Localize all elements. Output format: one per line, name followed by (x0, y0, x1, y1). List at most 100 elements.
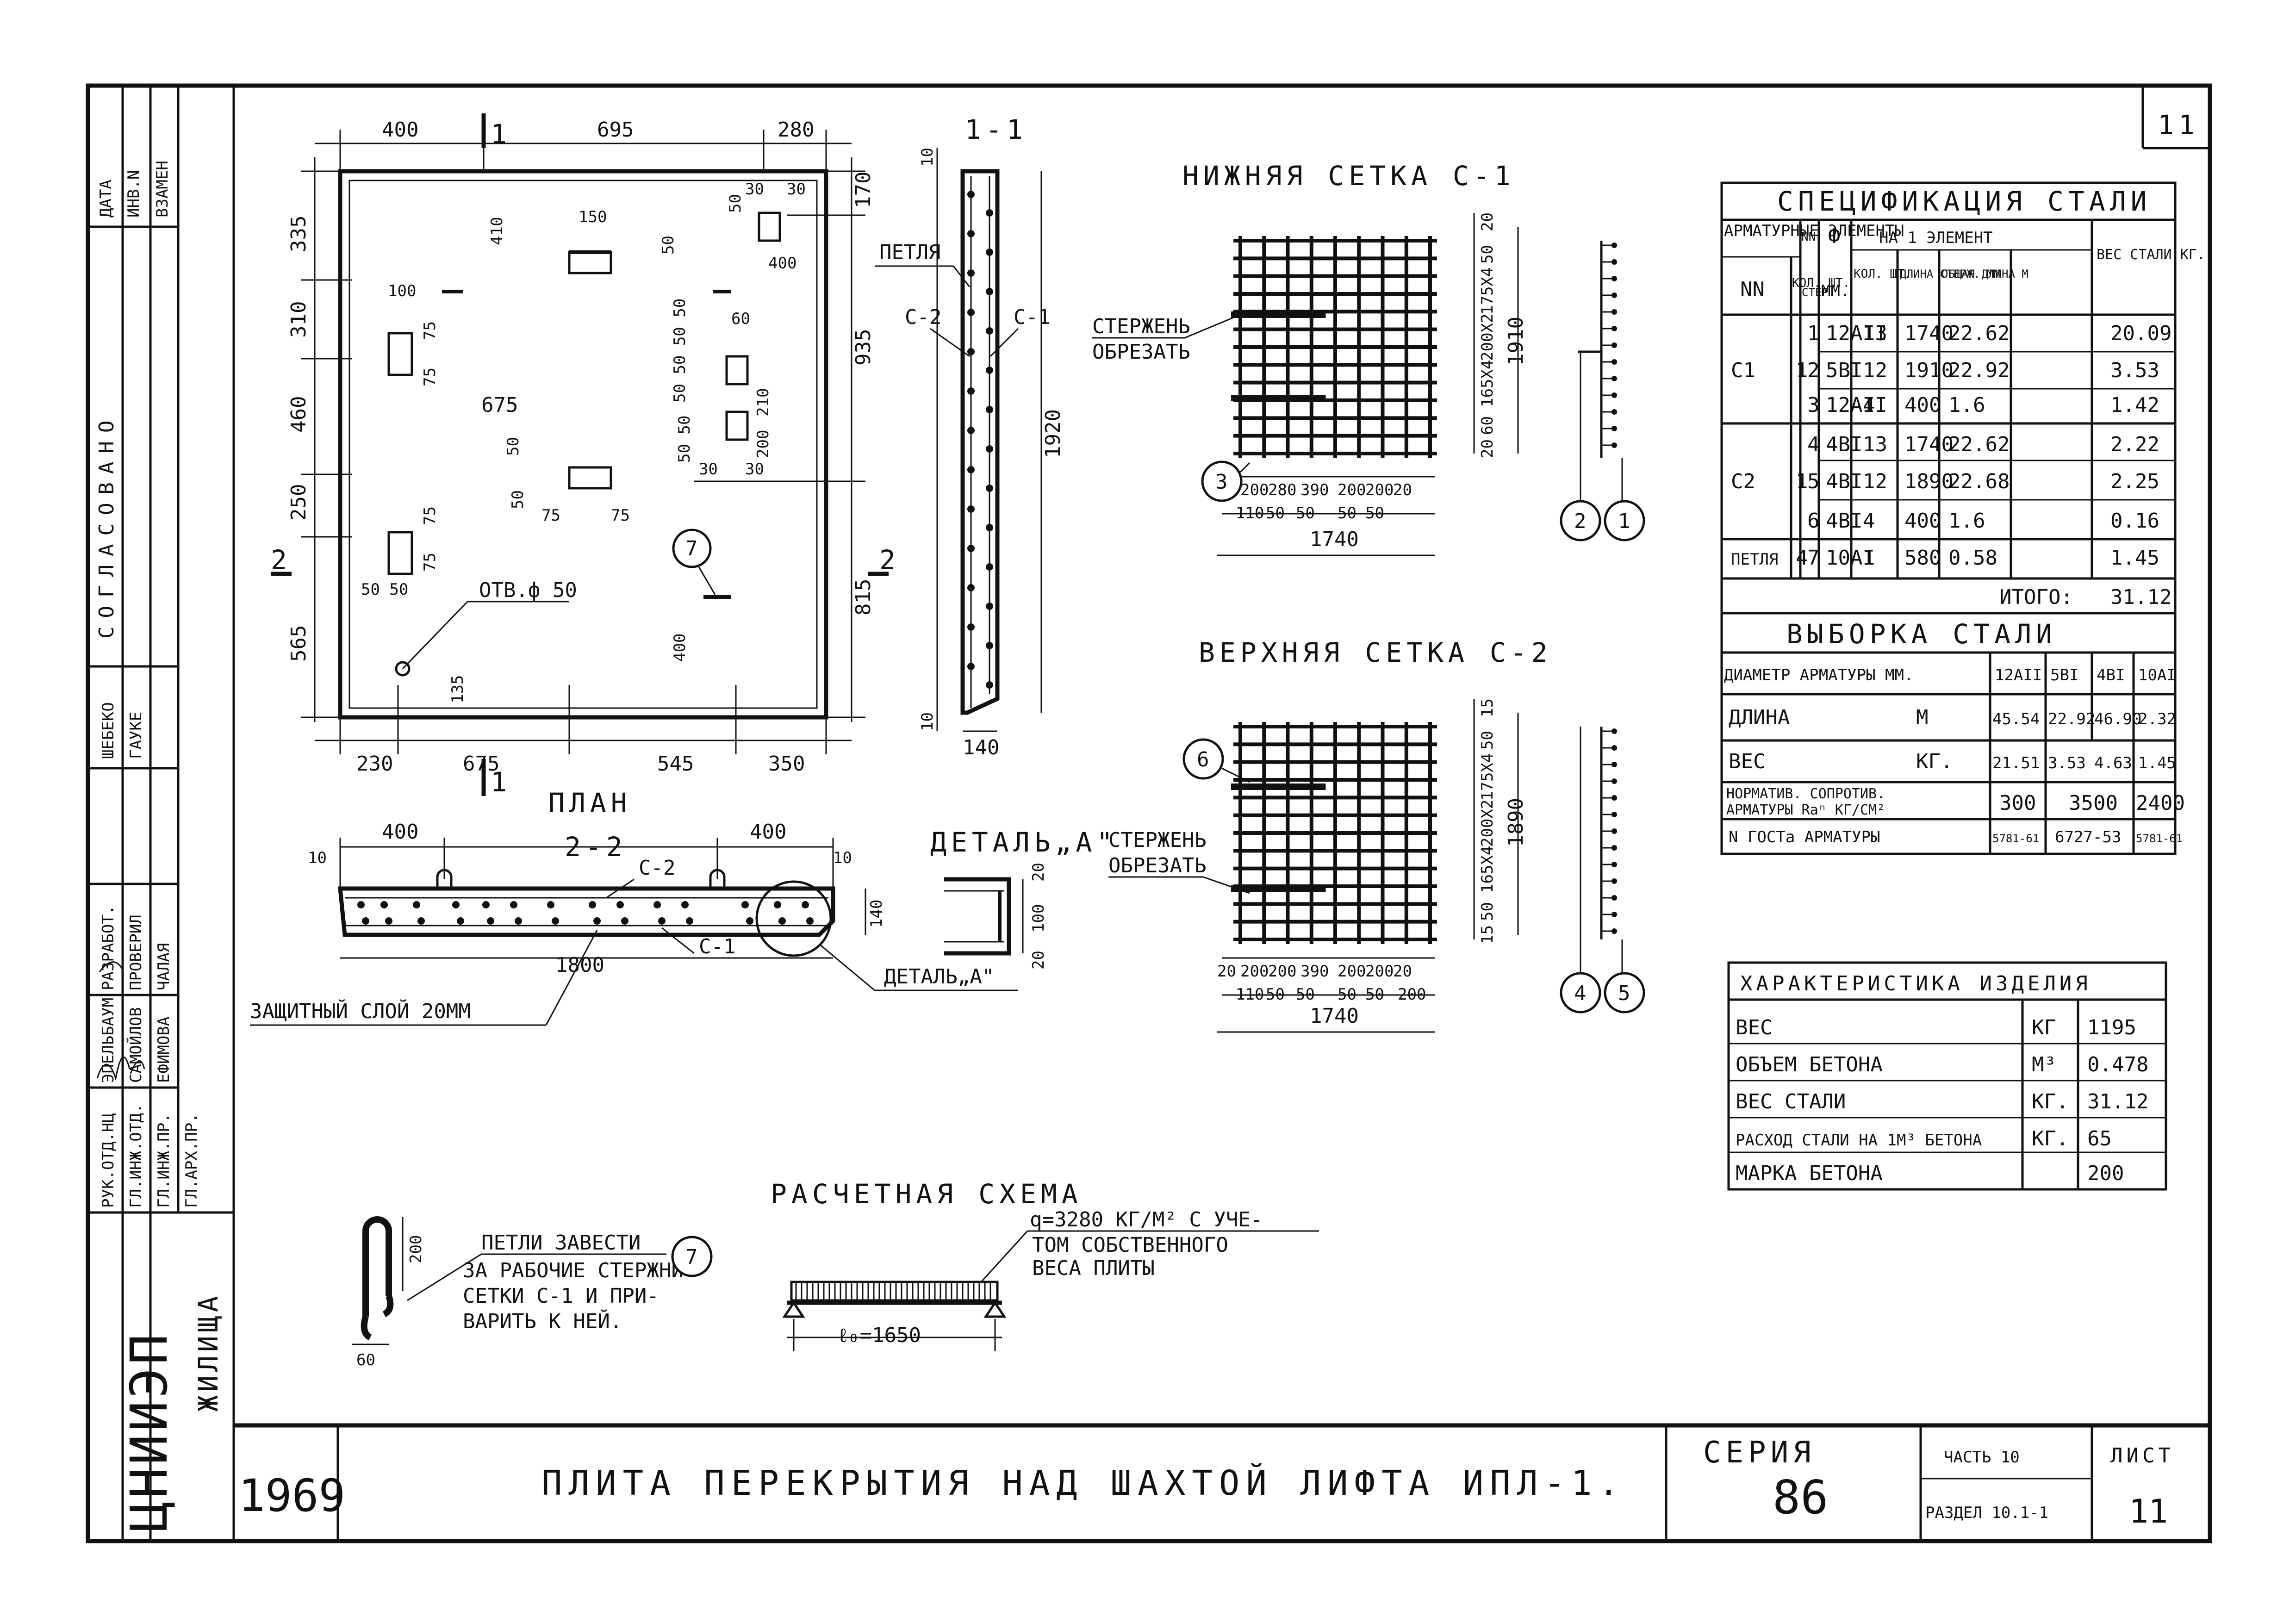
product-cell: КГ. (2032, 1090, 2068, 1113)
spec-title: СПЕЦИФИКАЦИЯ СТАЛИ (1777, 186, 2152, 217)
plan-top-dim-2: 280 (778, 118, 814, 142)
side-bar-dot (1612, 762, 1617, 767)
spec-cell: 2 (1807, 359, 1820, 382)
plan-d5050: 50 50 50 50 (671, 298, 689, 403)
plan-d400a: 400 (768, 254, 796, 273)
loop-note-2: СЕТКИ С-1 И ПРИ- (463, 1284, 659, 1308)
product-title: ХАРАКТЕРИСТИКА ИЗДЕЛИЯ (1740, 972, 2091, 995)
mesh-bottom-dim: 200 (1365, 481, 1394, 499)
selection-len-3: 2.32 (2138, 710, 2176, 728)
section-1-1-width: 140 (963, 736, 999, 759)
outer-frame (86, 83, 2212, 1543)
section-mark-left: 2 (271, 544, 292, 576)
selection-len-2: 46.90 (2094, 710, 2141, 728)
side-bar-dot (1612, 812, 1617, 817)
spec-cell: С2 (1731, 470, 1755, 493)
selection-len-label: ДЛИНА (1729, 706, 1790, 729)
support-left (782, 1300, 805, 1318)
selection-r-1: 3500 (2069, 791, 2118, 815)
side-bar-dot (1612, 728, 1617, 734)
section-2-2-d140: 140 (867, 900, 886, 928)
stamp-person-5: ГАУКЕ (127, 712, 145, 759)
selection-r-label1: НОРМАТИВ. СОПРОТИВ. (1726, 786, 1885, 802)
mesh-c1-mark-3: 3 (1215, 470, 1228, 494)
slab-outline (338, 169, 828, 720)
mesh-c2-total: 1740 (1310, 1004, 1359, 1028)
mesh-bottom-dim: 200 (1268, 962, 1296, 981)
mesh-c1: НИЖНЯЯ СЕТКА С-1 СТЕРЖЕНЬ ОБРЕЗАТЬ 20200… (1092, 160, 1645, 556)
mesh-right-dim: 15 (1478, 925, 1497, 944)
section-2-2-d1800: 1800 (555, 953, 604, 977)
title-sheet-label: ЛИСТ (2110, 1444, 2174, 1468)
mesh-c2-grid (1231, 722, 1437, 944)
mesh-bottom-dim: 200 (1338, 481, 1366, 499)
rebar-dot (746, 917, 753, 925)
loop-note-mark: 7 (685, 1245, 698, 1269)
rebar-dot (686, 917, 693, 925)
spec-table: СПЕЦИФИКАЦИЯ СТАЛИ АРМАТУРНЫЕ ЭЛЕМЕНТЫ N… (1720, 181, 2205, 615)
spec-h-pos2: СТЕР. (1802, 286, 1835, 299)
selection-r-label2: АРМАТУРЫ Rаⁿ КГ/СМ² (1726, 802, 1885, 818)
mesh-bottom-dim: 200 (1240, 481, 1269, 499)
stamp-person-4: ШЕБЕКО (99, 702, 118, 759)
mesh-right-dim: 20 (1478, 212, 1497, 231)
plan-d200: 200 (754, 430, 772, 458)
rebar-dot (552, 917, 559, 925)
stamp-role-5: ПРОВЕРИЛ (127, 914, 145, 990)
spec-cell: 10АI (1826, 546, 1875, 570)
spec-cell: 22.62 (1948, 322, 2010, 345)
title-block: 1969 ПЛИТА ПЕРЕКРЫТИЯ НАД ШАХТОЙ ЛИФТА И… (234, 1423, 2210, 1541)
mesh-c1-bottom-dims: 202002803902002002011050505050 (1217, 481, 1412, 522)
rebar-dot (413, 901, 420, 908)
selection-r-0: 300 (1999, 791, 2036, 815)
calc-load-0: q=3280 КГ/М² С УЧЕ- (1030, 1208, 1263, 1231)
stamp-approved: СОГЛАСОВАНО (95, 412, 118, 639)
plan-d100: 100 (388, 282, 416, 300)
detail-a-d20a: 20 (1029, 863, 1048, 882)
spec-cell: 0.58 (1948, 546, 1997, 570)
section-2-2-c1: С-1 (699, 935, 735, 958)
spec-cell: 4ВI (1826, 433, 1862, 456)
side-bar-dot (1612, 409, 1617, 415)
loop-note-3: ВАРИТЬ К НЕЙ. (463, 1309, 622, 1333)
spec-cell: 1740 (1904, 433, 1954, 456)
mesh-c2-cut-0: СТЕРЖЕНЬ (1108, 828, 1207, 852)
section-mark-top: 1 (491, 118, 511, 150)
calc-span: ℓ₀=1650 (838, 1324, 921, 1347)
loop-dim-60: 60 (356, 1351, 375, 1369)
rebar-dot (593, 917, 601, 925)
product-cell: М³ (2032, 1053, 2056, 1076)
selection-w-0: 21.51 (1992, 754, 2040, 772)
side-bar-dot (1612, 778, 1617, 784)
title-series-label: СЕРИЯ (1703, 1436, 1816, 1470)
spec-cell: 580 (1904, 546, 1941, 570)
selection-len-0: 45.54 (1992, 710, 2040, 728)
side-bar-dot (1612, 392, 1617, 398)
spec-cell: 3.53 (2110, 359, 2159, 382)
side-bar-dot (1612, 795, 1617, 801)
rebar-dot (417, 917, 425, 925)
rebar-dot (802, 901, 809, 908)
section-1-1-title: 1-1 (965, 114, 1027, 145)
plan-d60: 60 (731, 310, 750, 328)
spec-cell: 0.16 (2110, 509, 2159, 533)
spec-total-label: ИТОГО: (1999, 585, 2073, 609)
section-2-2-d400a: 400 (382, 820, 418, 844)
mesh-right-dim: 175X4 (1478, 753, 1497, 801)
spec-cell: 13 (1863, 433, 1887, 456)
selection-g-1: 6727-53 (2055, 828, 2121, 846)
section-2-2-detail-ref: ДЕТАЛЬ„А" (884, 965, 994, 989)
mesh-bottom-dim: 280 (1268, 481, 1296, 499)
mesh-c2-height: 1890 (1504, 798, 1528, 847)
side-bar-dot (1612, 878, 1617, 884)
spec-h-dia2: ММ. (1821, 282, 1849, 300)
detail-a-title: ДЕТАЛЬ„А" (930, 827, 1117, 858)
stamp-role-4: РАЗРАБОТ. (99, 905, 118, 990)
spec-cell: 12АII (1826, 322, 1887, 345)
spec-cell: 1 (1863, 546, 1875, 570)
calc-title: РАСЧЕТНАЯ СХЕМА (771, 1178, 1083, 1210)
section-1-1-loop: ПЕТЛЯ (879, 241, 940, 264)
section-2-2-d400b: 400 (750, 820, 786, 844)
